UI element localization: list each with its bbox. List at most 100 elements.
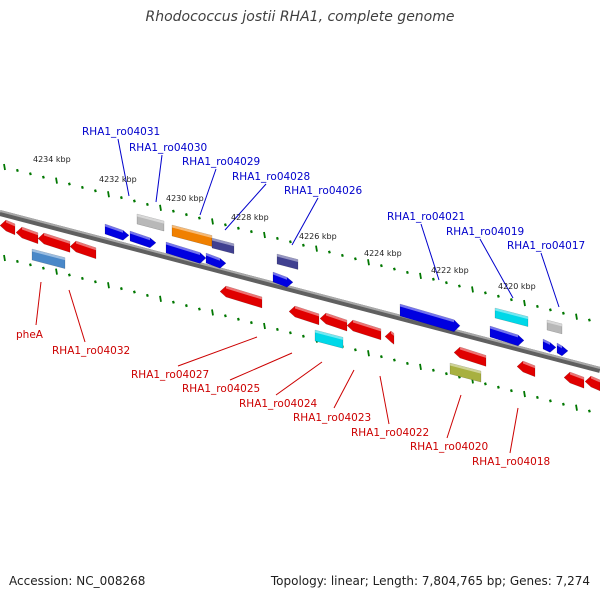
gene-feature xyxy=(104,223,130,241)
lower-minor-tick xyxy=(353,348,357,352)
label-leader-line xyxy=(291,197,319,246)
lower-minor-tick xyxy=(223,314,227,318)
kbp-tick-label: 4226 kbp xyxy=(299,232,337,241)
gene-label-forward[interactable]: RHA1_ro04030 xyxy=(129,142,207,154)
upper-major-tick xyxy=(3,163,6,171)
lower-major-tick xyxy=(107,282,110,289)
gene-feature xyxy=(31,248,66,269)
gene-feature xyxy=(453,346,487,367)
upper-major-tick xyxy=(419,272,422,280)
gene-feature xyxy=(0,219,16,236)
lower-major-tick xyxy=(419,363,422,371)
lower-minor-tick xyxy=(197,307,201,311)
gene-feature xyxy=(346,319,382,341)
lower-major-tick xyxy=(575,404,578,411)
gene-feature xyxy=(489,325,525,347)
gene-label-reverse[interactable]: RHA1_ro04022 xyxy=(351,427,429,439)
label-leader-line xyxy=(540,252,560,308)
upper-minor-tick xyxy=(327,250,331,254)
upper-minor-tick xyxy=(561,311,565,315)
upper-tick-row xyxy=(3,163,591,322)
upper-minor-tick xyxy=(41,175,45,179)
upper-minor-tick xyxy=(171,209,175,213)
upper-minor-tick xyxy=(236,226,240,230)
upper-minor-tick xyxy=(132,199,136,203)
gene-label-forward[interactable]: RHA1_ro04017 xyxy=(507,240,585,252)
label-leader-line xyxy=(177,336,258,367)
gene-feature xyxy=(69,240,97,260)
gene-label-forward[interactable]: RHA1_ro04019 xyxy=(446,226,524,238)
gene-label-forward[interactable]: RHA1_ro04026 xyxy=(284,185,363,197)
label-leader-line xyxy=(35,281,42,326)
gene-label-reverse[interactable]: RHA1_ro04032 xyxy=(52,345,130,357)
upper-minor-tick xyxy=(249,230,253,234)
gene-feature xyxy=(272,271,294,288)
lower-minor-tick xyxy=(535,395,539,400)
gene-label-reverse[interactable]: RHA1_ro04020 xyxy=(410,441,488,453)
upper-minor-tick xyxy=(197,216,201,220)
gene-label-reverse[interactable]: RHA1_ro04024 xyxy=(239,398,318,410)
gene-feature xyxy=(288,305,320,326)
gene-label-forward[interactable]: RHA1_ro04031 xyxy=(82,126,160,138)
lower-minor-tick xyxy=(41,266,45,270)
lower-major-tick xyxy=(55,268,58,275)
lower-minor-tick xyxy=(496,385,500,389)
upper-minor-tick xyxy=(392,267,396,271)
gene-label-forward[interactable]: RHA1_ro04028 xyxy=(232,171,310,183)
gene-label-forward[interactable]: RHA1_ro04029 xyxy=(182,156,260,168)
gene-feature xyxy=(165,241,207,264)
lower-minor-tick xyxy=(80,276,84,280)
gene-feature xyxy=(219,285,263,309)
upper-minor-tick xyxy=(509,298,513,302)
gene-feature xyxy=(494,307,529,327)
lower-minor-tick xyxy=(561,402,565,406)
label-leader-line xyxy=(68,289,86,343)
lower-minor-tick xyxy=(392,358,396,362)
lower-minor-tick xyxy=(67,273,71,277)
upper-major-tick xyxy=(263,231,266,239)
gene-feature xyxy=(556,342,569,357)
lower-minor-tick xyxy=(301,334,305,338)
kbp-tick-label: 4234 kbp xyxy=(33,155,71,164)
upper-minor-tick xyxy=(405,270,409,275)
upper-major-tick xyxy=(159,204,162,211)
gene-feature xyxy=(205,252,227,269)
label-leader-line xyxy=(420,223,440,281)
upper-major-tick xyxy=(55,177,58,184)
upper-major-tick xyxy=(367,259,370,266)
gene-label-reverse[interactable]: RHA1_ro04018 xyxy=(472,456,550,468)
upper-major-tick xyxy=(471,286,474,293)
lower-minor-tick xyxy=(93,280,97,284)
label-leader-line xyxy=(333,369,355,409)
upper-minor-tick xyxy=(119,196,123,200)
lower-major-tick xyxy=(211,309,214,316)
upper-minor-tick xyxy=(535,304,539,309)
gene-features xyxy=(0,213,600,392)
lower-tick-row xyxy=(3,254,591,413)
gene-label-forward[interactable]: RHA1_ro04021 xyxy=(387,211,465,223)
kbp-tick-label: 4224 kbp xyxy=(364,249,402,258)
label-leader-lines xyxy=(35,138,560,454)
gene-label-reverse[interactable]: pheA xyxy=(16,329,44,341)
lower-minor-tick xyxy=(275,327,279,332)
kbp-tick-label: 4230 kbp xyxy=(166,194,204,203)
upper-minor-tick xyxy=(223,223,227,227)
gene-feature xyxy=(276,253,299,270)
gene-label-reverse[interactable]: RHA1_ro04027 xyxy=(131,369,209,381)
gene-feature xyxy=(129,230,157,249)
kbp-tick-label: 4228 kbp xyxy=(231,213,269,222)
gene-label-reverse[interactable]: RHA1_ro04025 xyxy=(182,383,260,395)
lower-minor-tick xyxy=(171,300,175,304)
lower-major-tick xyxy=(159,295,162,302)
gene-feature xyxy=(171,224,213,247)
upper-minor-tick xyxy=(587,318,591,322)
lower-minor-tick xyxy=(249,321,253,325)
label-leader-line xyxy=(479,238,514,299)
lower-minor-tick xyxy=(236,317,240,321)
label-leader-line xyxy=(117,138,130,197)
upper-minor-tick xyxy=(457,284,461,288)
accession-text: Accession: NC_008268 xyxy=(9,574,146,588)
gene-label-reverse[interactable]: RHA1_ro04023 xyxy=(293,412,371,424)
